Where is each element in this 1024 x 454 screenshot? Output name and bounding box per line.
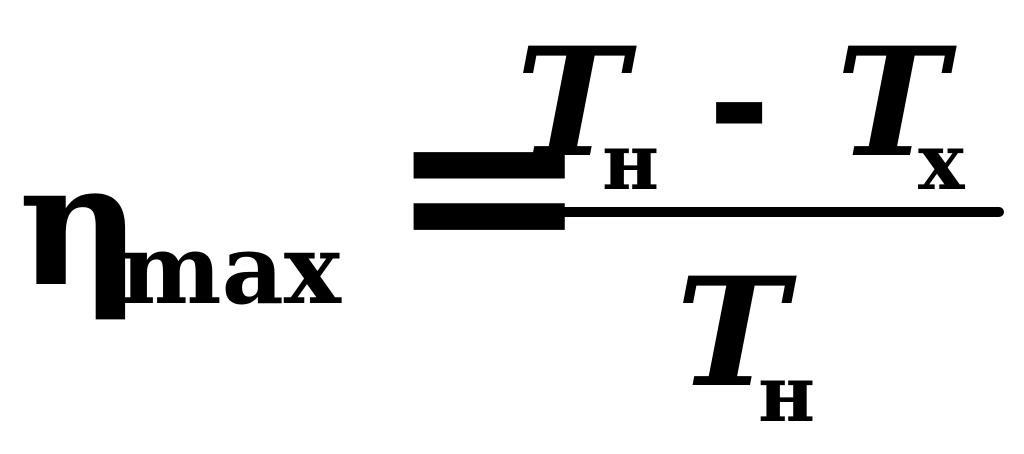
- denominator-hot-temperature: T: [676, 245, 788, 421]
- denominator-hot-subscript: н: [758, 349, 816, 440]
- fraction-bar: [506, 207, 1004, 217]
- eta-symbol: η: [18, 125, 142, 325]
- numerator-hot-temperature: T: [516, 15, 628, 191]
- equals-sign: =: [388, 51, 591, 318]
- max-subscript: max: [120, 213, 342, 326]
- numerator-hot-subscript: н: [602, 117, 660, 208]
- numerator-cold-temperature: T: [836, 15, 948, 191]
- minus-sign: -: [708, 18, 771, 192]
- numerator-cold-subscript: х: [918, 117, 965, 208]
